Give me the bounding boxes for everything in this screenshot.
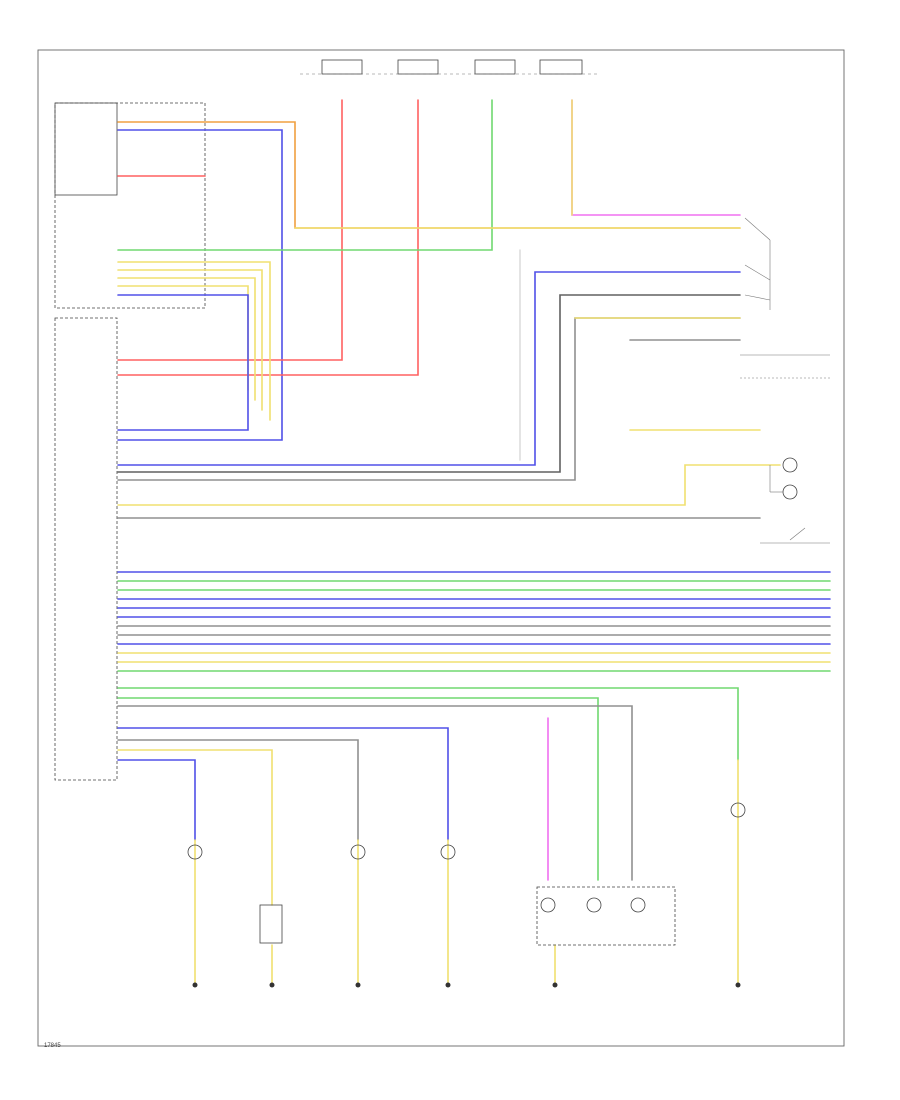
wire-gray-right	[117, 317, 741, 481]
wire-dark-right	[117, 294, 741, 473]
module-box-middle	[54, 102, 206, 309]
wire-yellow-lamp	[117, 464, 781, 506]
side-marker-box	[259, 904, 283, 944]
drop-blue-lamp	[117, 727, 449, 841]
wire-orange-top	[117, 121, 741, 229]
lamp-bulb-1	[350, 844, 366, 860]
lamp-bulb-3	[540, 897, 556, 913]
ground-point-4	[552, 982, 558, 988]
ground-point-5	[735, 982, 741, 988]
lamp-bulb-4	[586, 897, 602, 913]
lamp-bulb-6	[730, 802, 746, 818]
drop-blue-left	[117, 759, 196, 841]
wire-blue-right	[117, 271, 741, 466]
rear-lamp-housing	[536, 886, 676, 946]
drop-yellow-marker	[117, 749, 273, 906]
wire-yellow-a	[117, 261, 271, 421]
ground-points	[192, 982, 741, 988]
ground-point-0	[192, 982, 198, 988]
bottom-lamps	[187, 802, 746, 913]
lamp-bulb-5	[630, 897, 646, 913]
wire-red-fuse2	[117, 99, 419, 376]
diagram-frame	[37, 49, 845, 1047]
wire-blue-short	[117, 294, 249, 431]
fuse-group-top	[300, 59, 600, 75]
module-box-main	[54, 317, 118, 781]
diagram-code: 17845	[44, 1043, 61, 1049]
drop-green-right	[117, 687, 739, 761]
lamp-bulb-2	[440, 844, 456, 860]
drop-gray-lamp	[117, 705, 633, 881]
module-box-upper	[54, 102, 118, 196]
wire-red-fuse1	[117, 99, 343, 361]
wire-blue-loop	[117, 129, 283, 441]
drop-green-lamp	[117, 697, 599, 881]
ground-point-1	[269, 982, 275, 988]
ground-point-3	[445, 982, 451, 988]
wire-yellow-b	[117, 269, 263, 411]
wire-yellow-c	[117, 277, 256, 401]
wire-green-fuse3	[117, 99, 493, 251]
switch-group-right	[740, 217, 830, 379]
lamp-bulb-0	[187, 844, 203, 860]
drop-gray-lamp2	[117, 739, 359, 841]
license-lamps	[760, 457, 830, 544]
ground-point-2	[355, 982, 361, 988]
wire-pink-fuse4	[571, 99, 741, 216]
wires-layer	[117, 99, 831, 986]
